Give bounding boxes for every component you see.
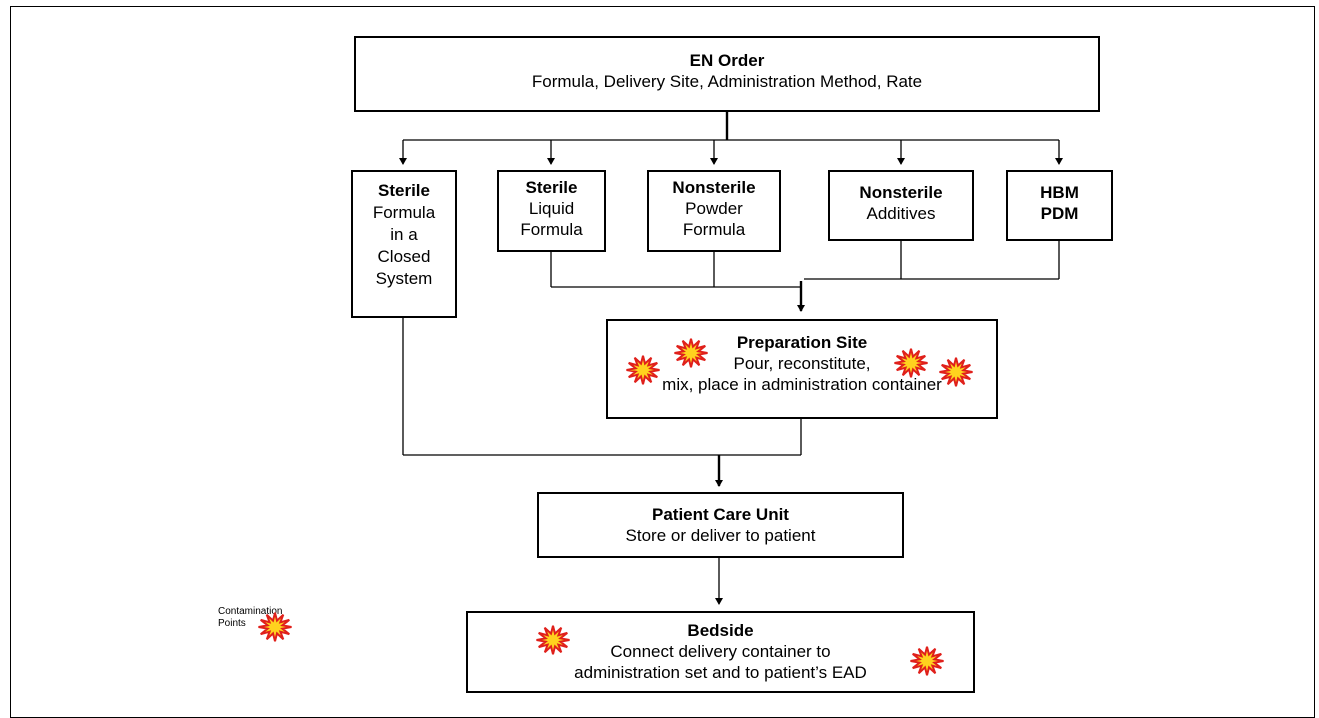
sterile-closed-line-3: Closed — [377, 247, 431, 266]
pdm-title: PDM — [1040, 204, 1079, 223]
hbm-pdm-box: HBM PDM — [1006, 170, 1113, 241]
contamination-burst-icon — [536, 625, 570, 655]
nonsterile-powder-line-2: Formula — [682, 220, 746, 239]
nonsterile-additives-line-1: Additives — [866, 204, 936, 223]
legend-label: Contamination Points — [218, 606, 282, 630]
legend-label-line-1: Contamination — [218, 606, 283, 617]
bedside-line-2: administration set and to patient’s EAD — [574, 663, 867, 682]
nonsterile-powder-title: Nonsterile — [672, 178, 756, 197]
en-order-title: EN Order — [689, 51, 765, 70]
contamination-burst-icon — [674, 338, 708, 368]
nonsterile-powder-line-1: Powder — [685, 199, 743, 218]
sterile-closed-line-1: Formula — [372, 203, 436, 222]
sterile-liquid-formula-box: Sterile Liquid Formula — [497, 170, 606, 252]
patient-care-unit-box: Patient Care Unit Store or deliver to pa… — [537, 492, 904, 558]
contamination-burst-icon — [626, 355, 660, 385]
sterile-liquid-title: Sterile — [525, 178, 578, 197]
sterile-closed-system-box: Sterile Formula in a Closed System — [351, 170, 457, 318]
preparation-site-title: Preparation Site — [736, 333, 868, 352]
sterile-closed-line-2: in a — [390, 225, 418, 244]
en-order-body: Formula, Delivery Site, Administration M… — [531, 72, 923, 91]
contamination-burst-icon — [910, 646, 944, 676]
preparation-site-line-1: Pour, reconstitute, — [733, 354, 871, 373]
nonsterile-additives-title: Nonsterile — [859, 183, 943, 202]
nonsterile-additives-box: Nonsterile Additives — [828, 170, 974, 241]
sterile-closed-title: Sterile — [378, 181, 430, 200]
patient-care-unit-body: Store or deliver to patient — [625, 526, 816, 545]
contamination-burst-icon — [258, 612, 292, 642]
bedside-line-1: Connect delivery container to — [610, 642, 831, 661]
preparation-site-box: Preparation Site Pour, reconstitute, mix… — [606, 319, 998, 419]
sterile-liquid-line-1: Liquid — [528, 199, 575, 218]
legend-label-line-2: Points — [218, 618, 246, 629]
contamination-burst-icon — [939, 357, 973, 387]
bedside-box: Bedside Connect delivery container to ad… — [466, 611, 975, 693]
en-order-box: EN Order Formula, Delivery Site, Adminis… — [354, 36, 1100, 112]
hbm-title: HBM — [1040, 183, 1079, 202]
nonsterile-powder-formula-box: Nonsterile Powder Formula — [647, 170, 781, 252]
sterile-closed-line-4: System — [375, 269, 433, 288]
sterile-liquid-line-2: Formula — [520, 220, 583, 239]
bedside-title: Bedside — [687, 621, 754, 640]
patient-care-unit-title: Patient Care Unit — [652, 505, 789, 524]
contamination-burst-icon — [894, 348, 928, 378]
preparation-site-line-2: mix, place in administration container — [662, 375, 942, 394]
